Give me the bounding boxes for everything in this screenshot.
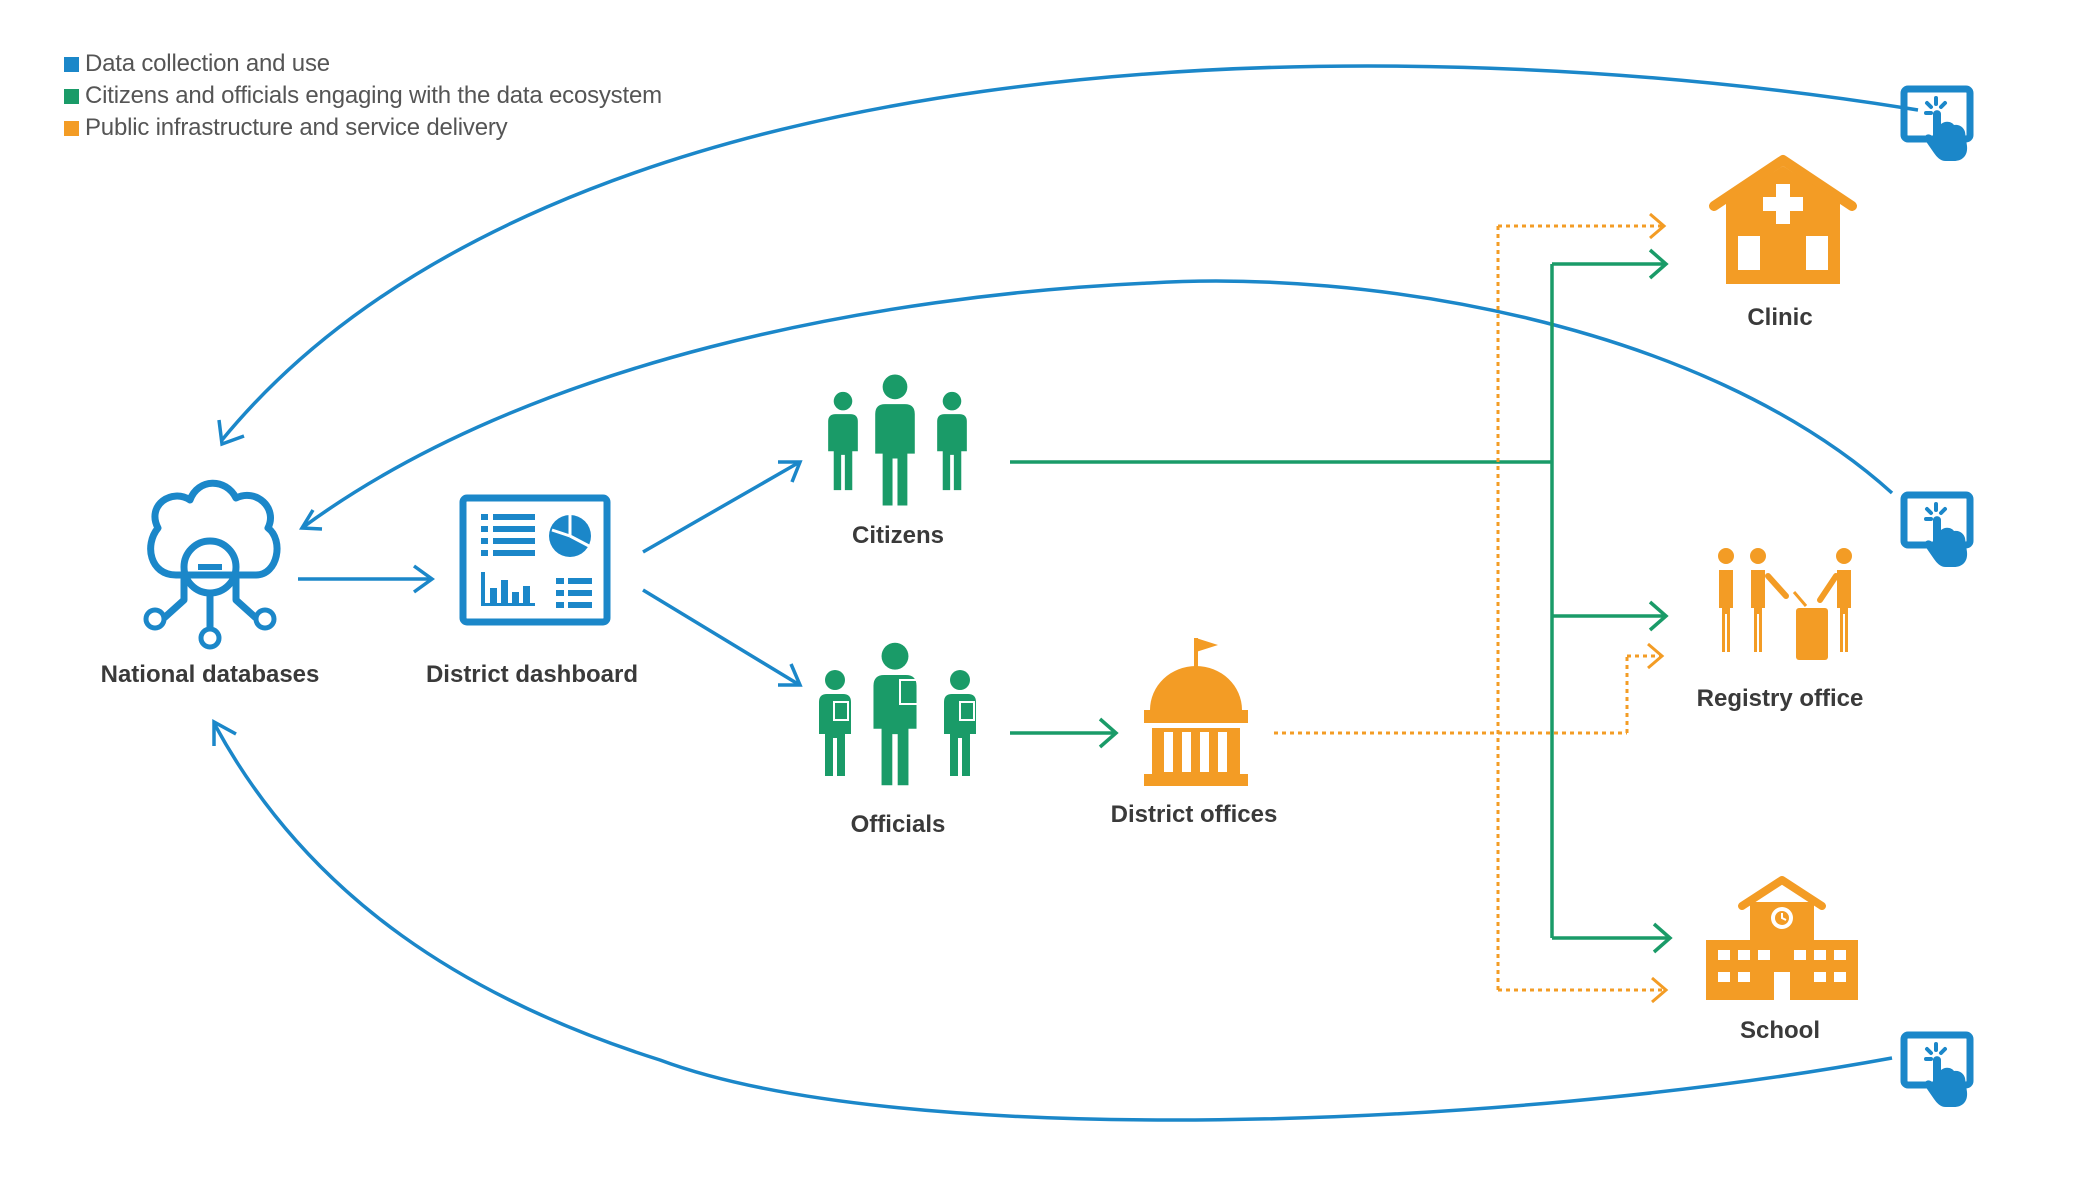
legend-label: Data collection and use [85,50,330,77]
legend-swatch-data [64,56,79,72]
arrowhead [1648,248,1669,280]
arrowhead [1648,600,1669,632]
label-citizens: Citizens [852,522,944,549]
legend: Data collection and use Citizens and off… [64,48,662,144]
officials-icon [819,642,976,786]
legend-item-infrastructure: Public infrastructure and service delive… [64,112,662,144]
legend-swatch-infrastructure [64,120,79,136]
arrowhead [412,564,435,594]
legend-label: Citizens and officials engaging with the… [85,82,662,109]
government-building-icon [1144,638,1248,786]
touchscreen-icon [1904,1035,1970,1107]
infrastructure-arrowheads [1647,212,1669,1004]
label-district-offices: District offices [1111,801,1278,828]
legend-label: Public infrastructure and service delive… [85,114,508,141]
data-flow-curves [212,64,1919,1122]
label-clinic: Clinic [1747,304,1812,331]
legend-item-engagement: Citizens and officials engaging with the… [64,80,662,112]
infrastructure-flows [1274,224,1664,992]
arrowhead [1652,922,1673,954]
arrowhead [1098,717,1119,749]
arrowhead [298,509,323,531]
touchscreen-icon [1904,495,1970,567]
school-icon [1706,876,1858,1000]
feedback-curve-clinic-device [220,64,1919,442]
label-registry-office: Registry office [1697,685,1864,712]
arrowhead [217,419,245,447]
legend-item-data: Data collection and use [64,48,662,80]
arrowhead [778,663,803,687]
touchscreen-icon [1904,89,1970,161]
label-school: School [1740,1017,1820,1044]
clinic-icon [1709,155,1857,284]
registry-icon [1718,548,1852,660]
label-district-dashboard: District dashboard [426,661,638,688]
engagement-flows [1010,248,1673,954]
legend-swatch-engagement [64,88,79,104]
dashboard-icon [459,494,611,626]
arrow-dashboard-to-officials [642,588,799,686]
cloud-database-icon [143,479,281,650]
arrowhead [1647,642,1665,670]
arrowhead [1651,976,1669,1004]
people-icon [828,374,967,506]
arrowhead [778,460,803,483]
feedback-curve-registry-device [300,279,1894,530]
arrowhead [212,719,237,746]
label-officials: Officials [851,811,946,838]
arrow-dashboard-to-citizens [642,461,799,554]
arrowhead [1649,212,1667,240]
label-national-databases: National databases [101,661,320,688]
feedback-curve-school-device [213,724,1893,1122]
